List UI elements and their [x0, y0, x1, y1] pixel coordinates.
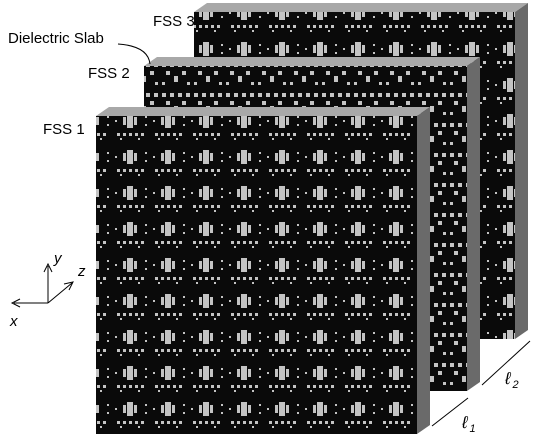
label-fss3: FSS 3	[153, 13, 195, 30]
axis-label-x: x	[9, 313, 18, 330]
axis-label-y: y	[53, 250, 63, 267]
coordinate-axes	[12, 264, 73, 307]
axis-label-z: z	[77, 263, 86, 280]
label-fss1: FSS 1	[43, 121, 85, 138]
fss1-panel	[96, 107, 430, 434]
label-dielectric-slab: Dielectric Slab	[8, 30, 104, 47]
dielectric-leader-line	[118, 44, 150, 64]
label-fss2: FSS 2	[88, 65, 130, 82]
